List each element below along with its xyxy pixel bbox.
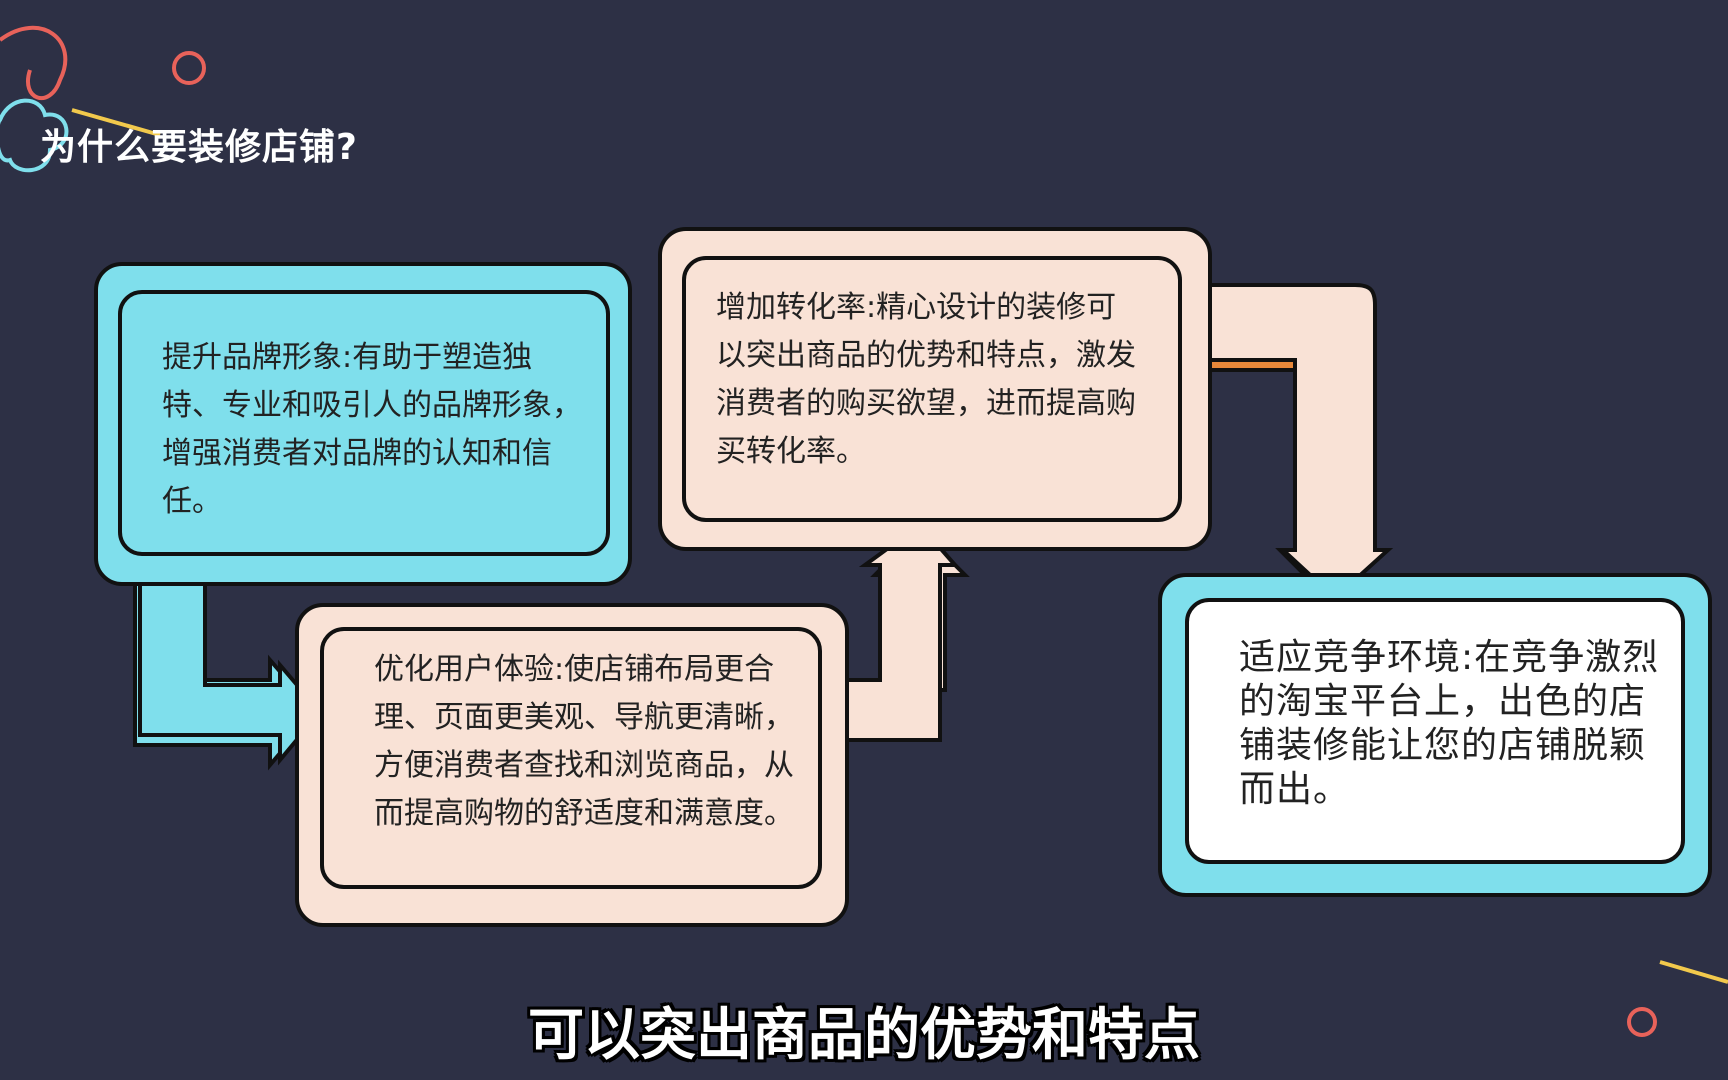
swirl-decoration: [0, 25, 68, 101]
ring-decoration-bottom: [1627, 1007, 1657, 1037]
step-text-competition: 适应竞争环境:在竞争激烈的淘宝平台上，出色的店铺装修能让您的店铺脱颖而出。: [1239, 637, 1660, 810]
line-decoration-bottom: [1659, 960, 1728, 984]
cloud-decoration: [0, 98, 69, 173]
step-text-ux: 优化用户体验:使店铺布局更合理、页面更美观、导航更清晰，方便消费者查找和浏览商品…: [374, 652, 794, 831]
step-text-conversion: 增加转化率:精心设计的装修可以突出商品的优势和特点，激发消费者的购买欲望，进而提…: [716, 290, 1136, 469]
step-box-brand: 提升品牌形象:有助于塑造独特、专业和吸引人的品牌形象，增强消费者对品牌的认知和信…: [118, 290, 610, 556]
subtitle-caption: 可以突出商品的优势和特点: [528, 1003, 1200, 1068]
step-box-conversion: 增加转化率:精心设计的装修可以突出商品的优势和特点，激发消费者的购买欲望，进而提…: [682, 256, 1182, 522]
step-text-brand: 提升品牌形象:有助于塑造独特、专业和吸引人的品牌形象，增强消费者对品牌的认知和信…: [162, 340, 582, 519]
arrow-3-to-4: [1178, 283, 1394, 601]
page-title: 为什么要装修店铺?: [40, 127, 358, 168]
ring-decoration-top: [172, 51, 206, 85]
line-decoration-top: [71, 108, 161, 137]
step-box-competition: 适应竞争环境:在竞争激烈的淘宝平台上，出色的店铺装修能让您的店铺脱颖而出。: [1185, 598, 1685, 864]
step-box-ux: 优化用户体验:使店铺布局更合理、页面更美观、导航更清晰，方便消费者查找和浏览商品…: [320, 627, 822, 889]
